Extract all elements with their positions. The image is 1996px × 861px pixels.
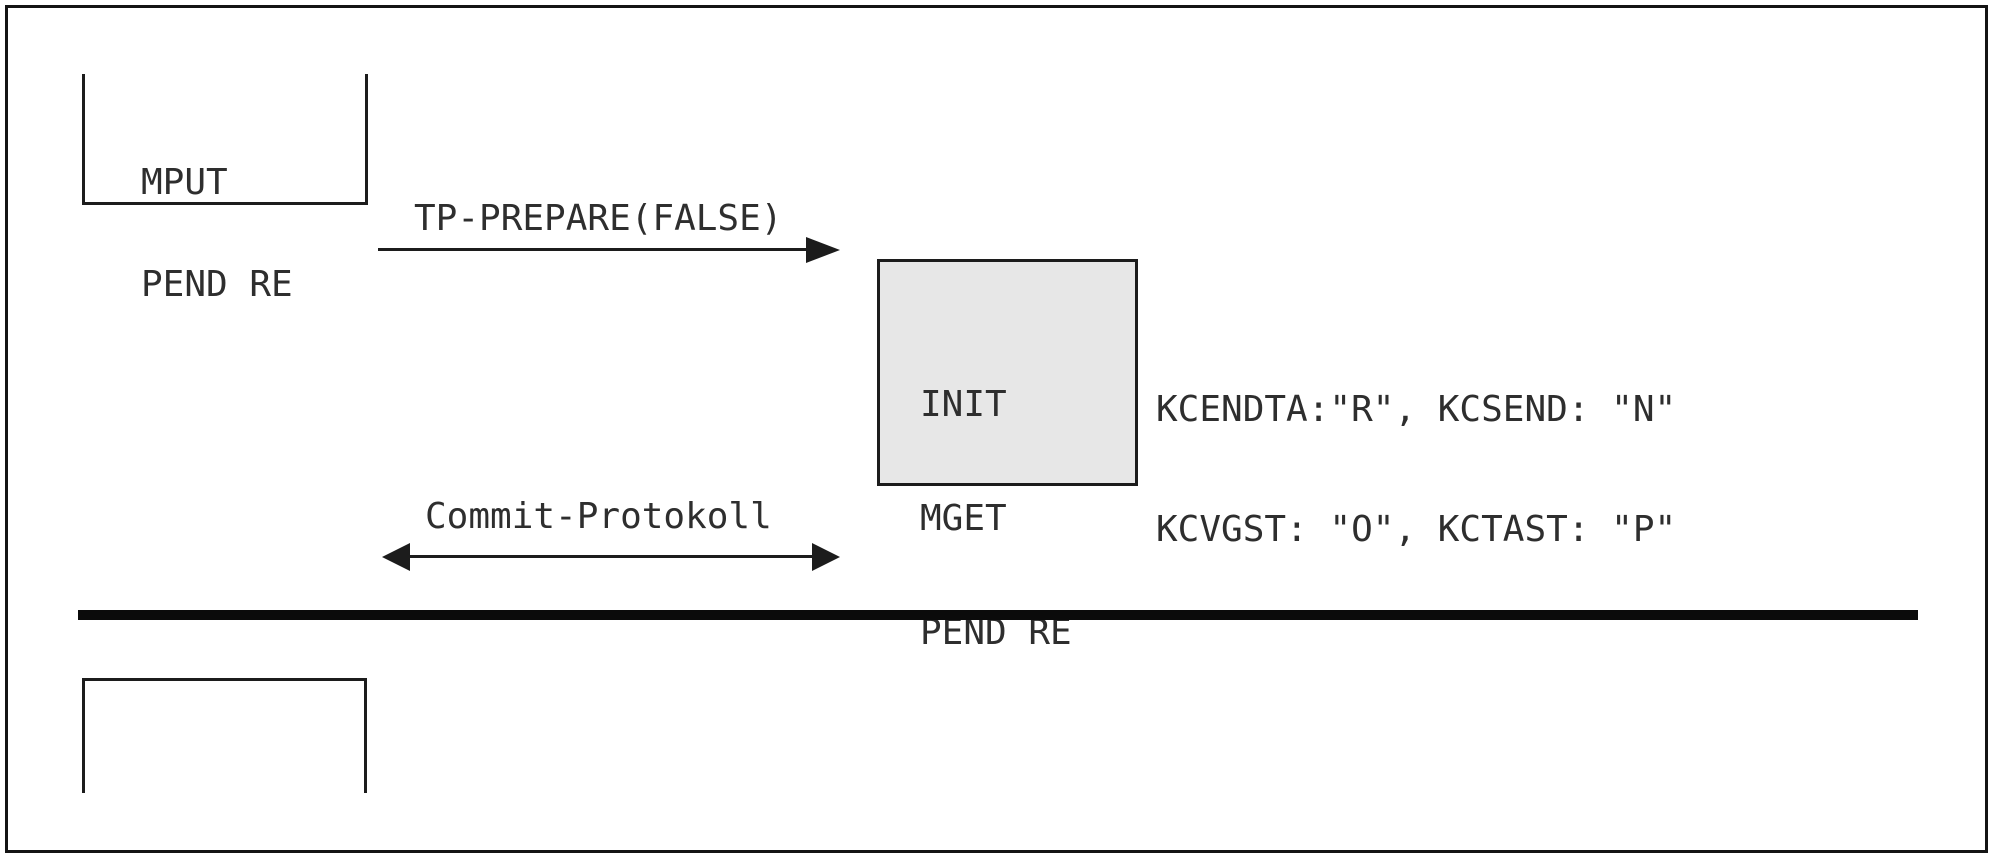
state-box-line: INIT (920, 384, 1007, 425)
state-values-line: KCVGST: "O", KCTAST: "P" (1156, 509, 1677, 550)
upper-process-line: PEND RE (141, 264, 293, 305)
prepare-arrowhead-right-icon (806, 237, 840, 263)
state-box-text: INIT MGET PEND RE (920, 310, 1072, 728)
separator-bar (78, 610, 1918, 620)
lower-process-box (82, 678, 367, 793)
commit-arrow-label: Commit-Protokoll (425, 496, 772, 537)
diagram-border-frame (5, 5, 1988, 853)
prepare-arrow-line (378, 248, 808, 251)
commit-arrowhead-left-icon (382, 543, 410, 571)
commit-arrow-line (405, 555, 815, 558)
upper-process-line: MPUT (141, 162, 228, 203)
prepare-arrow-label: TP-PREPARE(FALSE) (414, 198, 783, 239)
upper-process-box-text: MPUT PEND RE (141, 98, 293, 370)
state-values-line: KCENDTA:"R", KCSEND: "N" (1156, 389, 1677, 430)
state-values-text: KCENDTA:"R", KCSEND: "N" KCVGST: "O", KC… (1156, 310, 1676, 630)
upper-process-box (82, 74, 368, 205)
commit-arrowhead-right-icon (812, 543, 840, 571)
state-box-line: MGET (920, 498, 1007, 539)
state-box (877, 259, 1138, 486)
